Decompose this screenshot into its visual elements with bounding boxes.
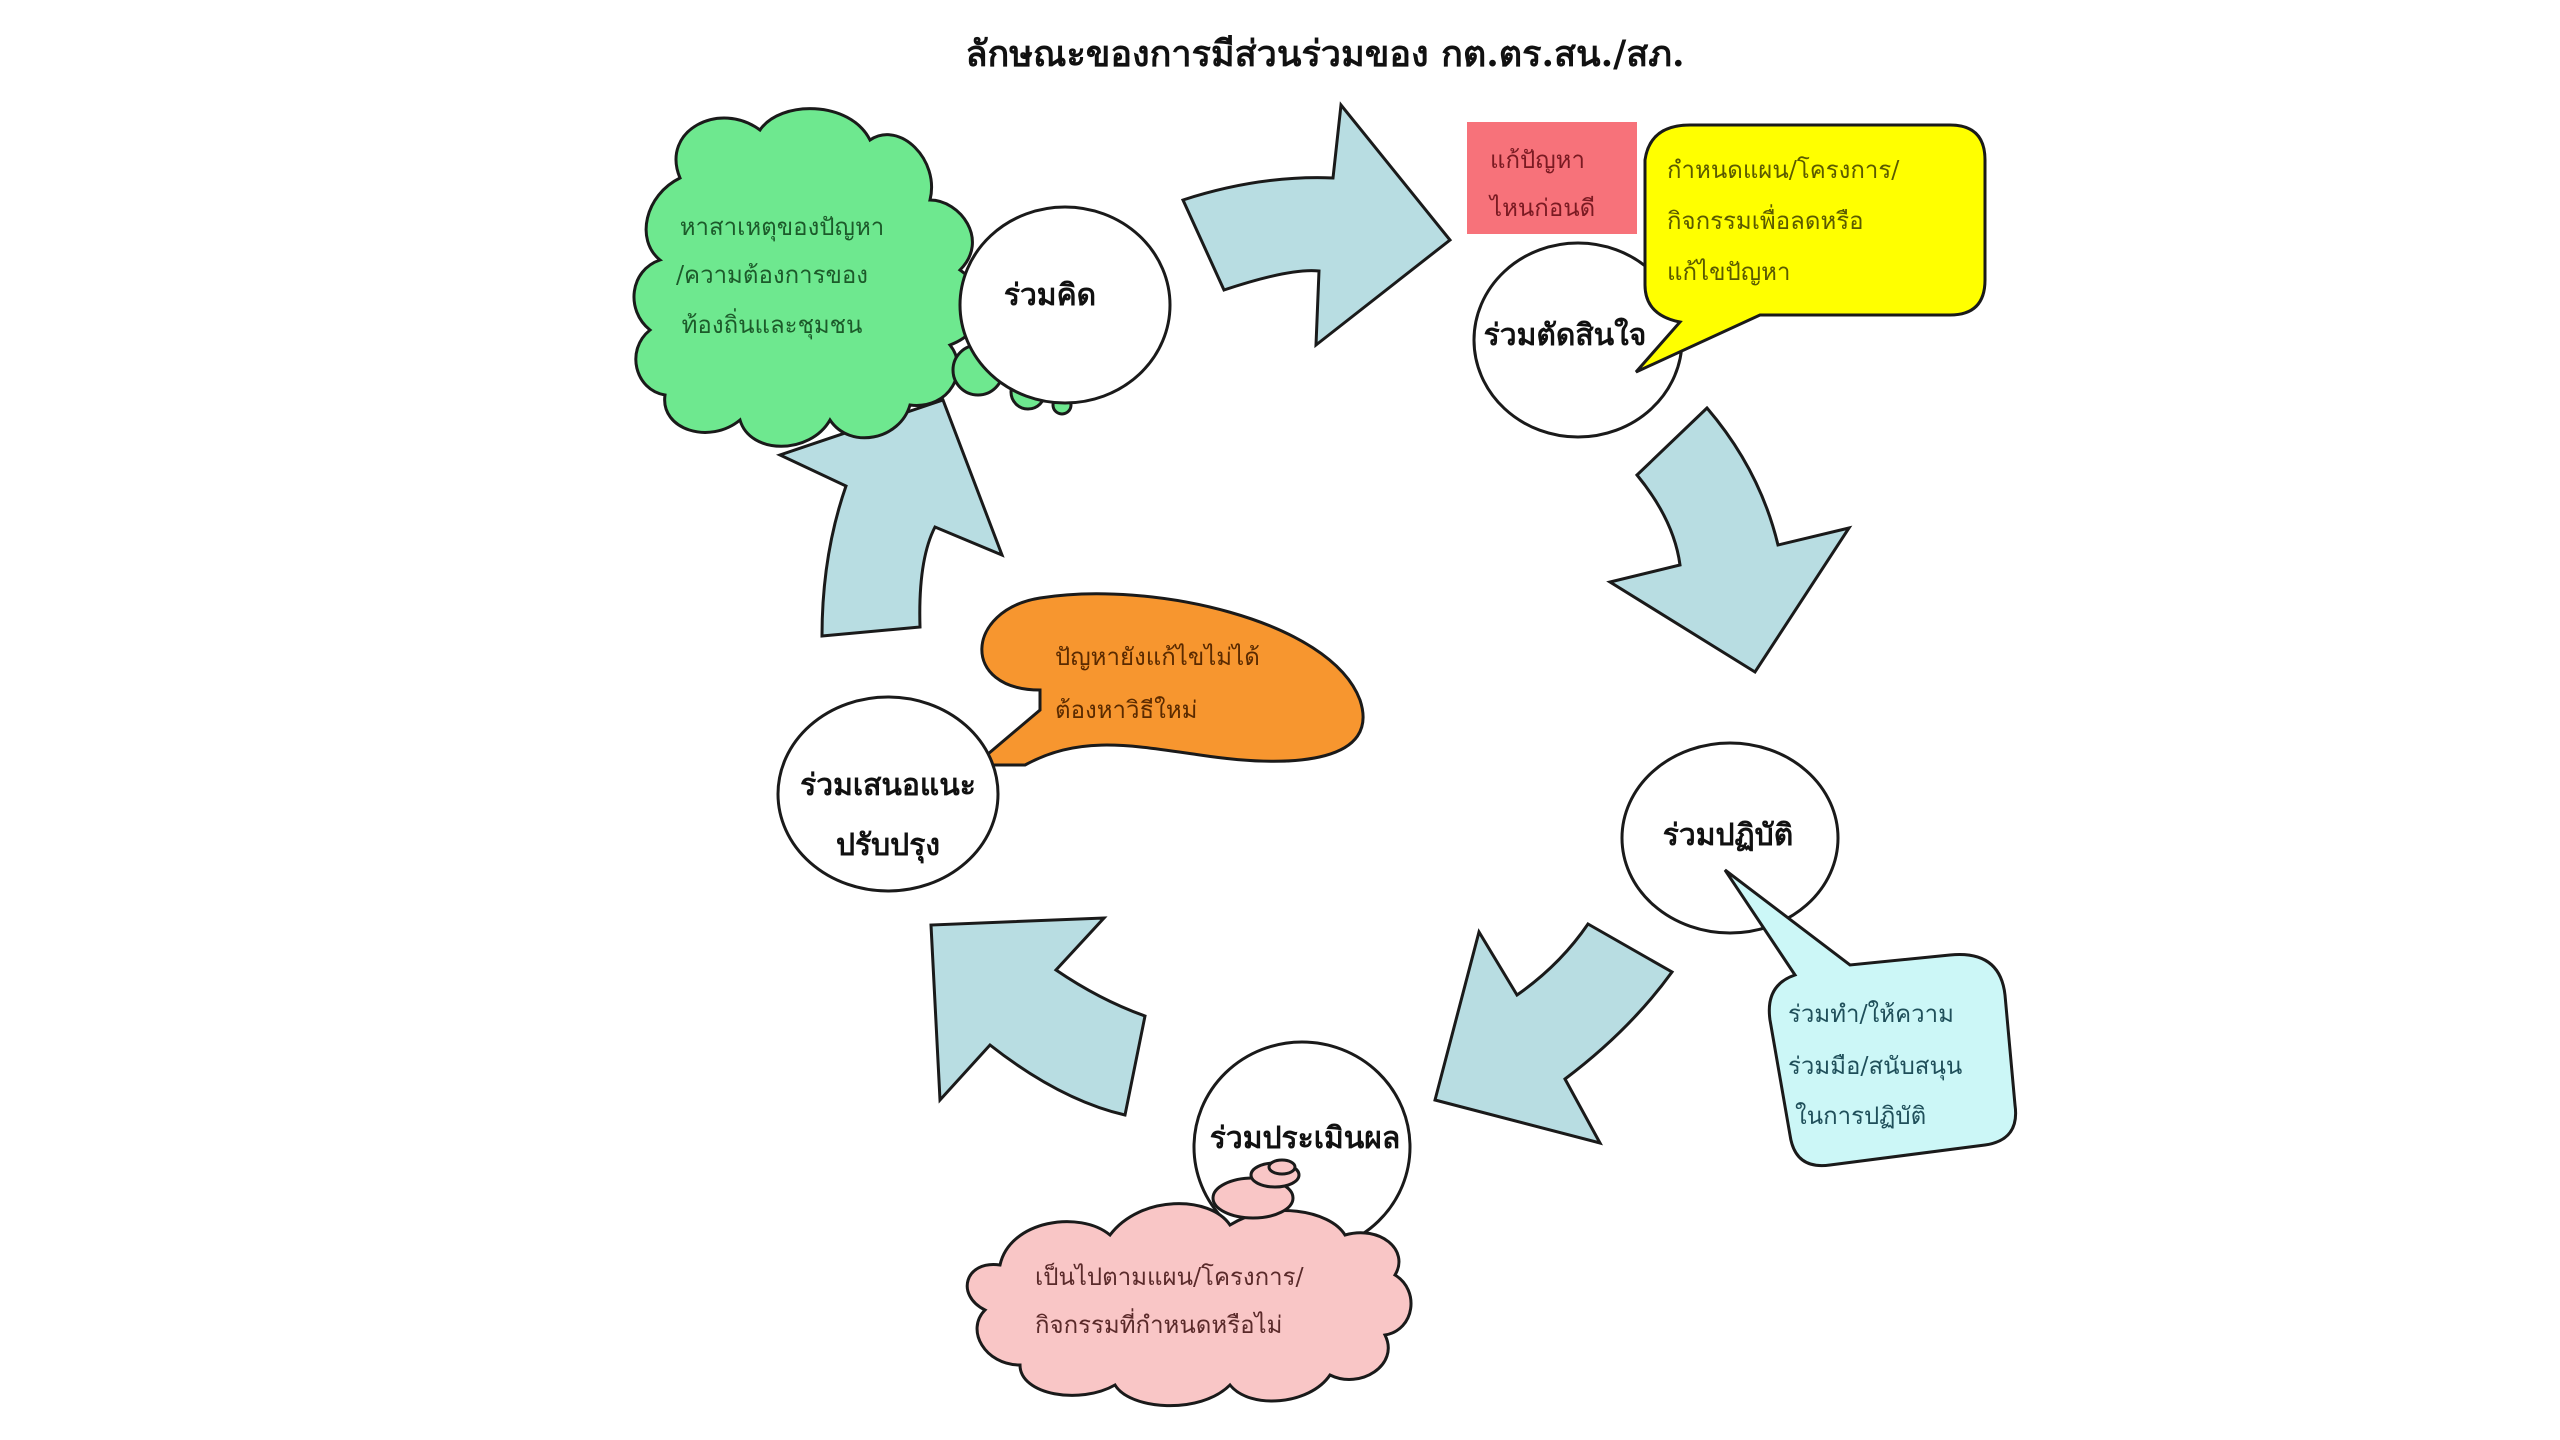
step-decide: แก้ปัญหา ไหนก่อนดี ร่วมตัดสินใจ กำหนดแผน…: [1467, 122, 1987, 439]
svg-text:ในการปฏิบัติ: ในการปฏิบัติ: [1795, 1102, 1926, 1130]
suggest-step-label-line2: ปรับปรุง: [836, 828, 940, 864]
flow-arrows: [775, 101, 1853, 1146]
decide-step-label: ร่วมตัดสินใจ: [1484, 317, 1647, 353]
svg-text:/ความต้องการของ: /ความต้องการของ: [676, 261, 868, 289]
evaluate-note-cloud: [965, 1202, 1413, 1408]
svg-text:กิจกรรมเพื่อลดหรือ: กิจกรรมเพื่อลดหรือ: [1667, 204, 1864, 235]
svg-text:ต้องหาวิธีใหม่: ต้องหาวิธีใหม่: [1055, 696, 1198, 724]
act-step-label: ร่วมปฏิบัติ: [1663, 818, 1793, 853]
think-step-circle: [958, 205, 1172, 405]
svg-text:หาสาเหตุของปัญหา: หาสาเหตุของปัญหา: [680, 213, 885, 242]
svg-text:ปัญหายังแก้ไขไม่ได้: ปัญหายังแก้ไขไม่ได้: [1055, 643, 1260, 671]
think-note-cloud: [632, 107, 983, 448]
svg-text:ร่วมทำ/ให้ความ: ร่วมทำ/ให้ความ: [1788, 1000, 1954, 1028]
arrow-decide-to-act: [1606, 405, 1853, 675]
suggest-step-circle: [776, 695, 1000, 893]
evaluate-step-label: ร่วมประเมินผล: [1210, 1121, 1401, 1156]
svg-text:ร่วมมือ/สนับสนุน: ร่วมมือ/สนับสนุน: [1788, 1052, 1962, 1081]
arrow-think-to-decide: [1180, 101, 1453, 349]
evaluate-bubble-small: [1267, 1158, 1297, 1176]
arrow-act-to-evaluate: [1433, 922, 1675, 1146]
svg-text:แก้ปัญหา: แก้ปัญหา: [1490, 146, 1585, 174]
arrow-evaluate-to-suggest: [929, 916, 1147, 1117]
svg-text:กิจกรรมที่กำหนดหรือไม่: กิจกรรมที่กำหนดหรือไม่: [1035, 1308, 1282, 1339]
suggest-step-label-line1: ร่วมเสนอแนะ: [800, 768, 976, 803]
svg-text:เป็นไปตามแผน/โครงการ/: เป็นไปตามแผน/โครงการ/: [1035, 1262, 1305, 1291]
decide-note-callout: [1634, 123, 1987, 374]
think-step-label: ร่วมคิด: [1004, 278, 1096, 313]
svg-text:กำหนดแผน/โครงการ/: กำหนดแผน/โครงการ/: [1667, 156, 1900, 184]
svg-text:ไหนก่อนดี: ไหนก่อนดี: [1488, 194, 1595, 222]
suggest-note-callout: [970, 592, 1365, 767]
think-note-text: หาสาเหตุของปัญหา /ความต้องการของ ท้องถิ่…: [676, 213, 884, 340]
step-think: หาสาเหตุของปัญหา /ความต้องการของ ท้องถิ่…: [632, 107, 1172, 448]
svg-text:ท้องถิ่นและชุมชน: ท้องถิ่นและชุมชน: [682, 308, 863, 340]
diagram-title: ลักษณะของการมีส่วนร่วมของ กต.ตร.สน./สภ.: [965, 33, 1684, 75]
step-suggest: ปัญหายังแก้ไขไม่ได้ ต้องหาวิธีใหม่ ร่วมเ…: [776, 592, 1365, 893]
act-note-callout: [1723, 868, 2018, 1168]
step-act: ร่วมปฏิบัติ ร่วมทำ/ให้ความ ร่วมมือ/สนับส…: [1620, 741, 2018, 1168]
svg-text:แก้ไขปัญหา: แก้ไขปัญหา: [1667, 258, 1790, 286]
step-evaluate: ร่วมประเมินผล เป็นไปตามแผน/โครงการ/ กิจก…: [965, 1040, 1413, 1408]
decide-question-tag: [1467, 122, 1637, 234]
act-step-circle: [1620, 741, 1840, 935]
